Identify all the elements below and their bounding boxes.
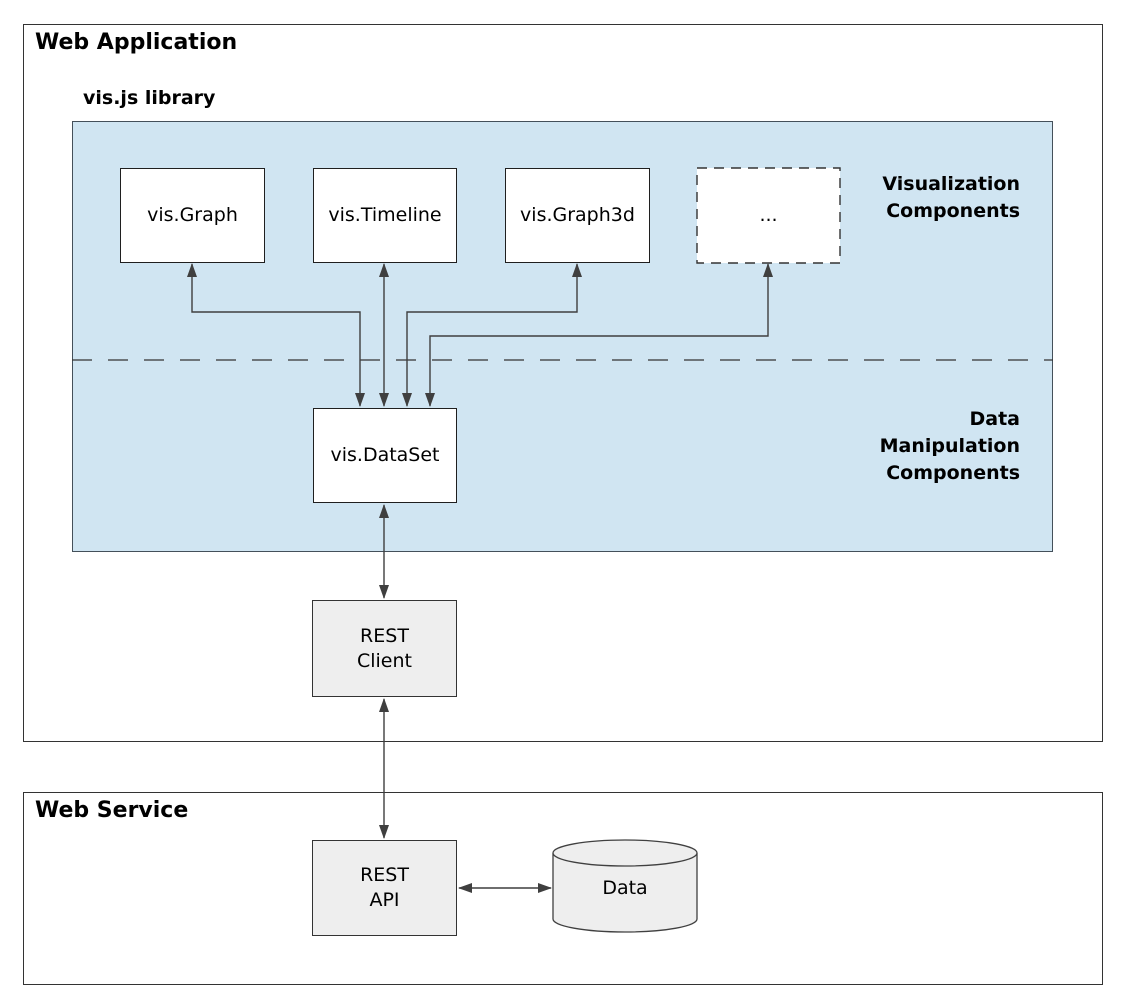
connector-more-dataset: [425, 263, 773, 407]
more-components-box: [696, 167, 841, 264]
connector-graph-dataset: [187, 263, 365, 407]
web-application-title: Web Application: [35, 30, 238, 55]
node-more-components-label: ...: [759, 204, 778, 227]
node-vis-dataset: vis.DataSet: [313, 408, 457, 503]
data-manipulation-components-label: Data Manipulation Components: [879, 408, 1020, 484]
visualization-components-label: Visualization Components: [882, 173, 1020, 222]
node-rest-api: REST API: [312, 840, 457, 936]
node-data-store-label: Data: [602, 877, 648, 899]
node-vis-graph: vis.Graph: [120, 168, 265, 263]
web-service-title: Web Service: [35, 798, 189, 823]
node-vis-timeline: vis.Timeline: [313, 168, 457, 263]
data-store-cylinder: [552, 839, 698, 933]
node-rest-client: REST Client: [312, 600, 457, 697]
visjs-library-title: vis.js library: [83, 87, 216, 109]
connector-graph3d-dataset: [402, 263, 582, 407]
node-vis-graph3d: vis.Graph3d: [505, 168, 650, 263]
